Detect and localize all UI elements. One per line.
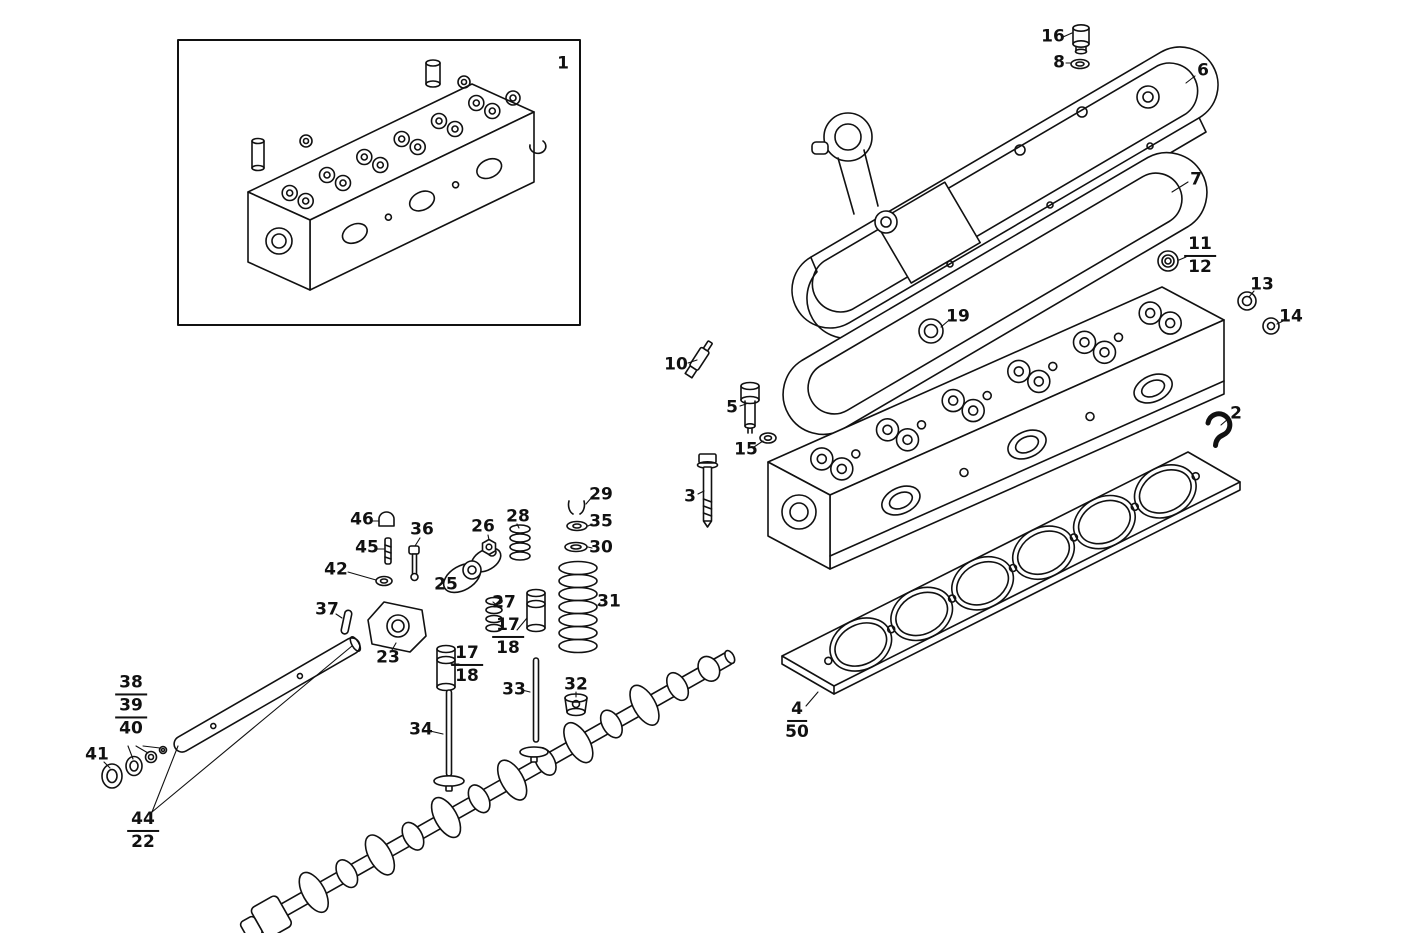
callout-33: 33 (502, 679, 526, 700)
callout-17-18-right: 17 18 (492, 615, 524, 658)
callout-8: 8 (1053, 52, 1065, 73)
part-16-breather-cap (1072, 23, 1090, 55)
callout-13: 13 (1250, 274, 1274, 295)
callout-5: 5 (726, 397, 738, 418)
callout-29: 29 (589, 484, 613, 505)
callout-27: 27 (492, 592, 516, 613)
callout-17-18-left: 17 18 (451, 643, 483, 686)
part-7-cover-gasket (782, 151, 1208, 436)
part-19-seal-ring (918, 318, 944, 344)
part-3-bolt (696, 453, 719, 528)
callout-22: 22 (131, 832, 155, 852)
part-17-18-valve-guide-right (526, 588, 546, 633)
part-28-spring (509, 524, 531, 561)
callout-44: 44 (127, 809, 159, 832)
part-45-stud (384, 537, 392, 565)
callout-23: 23 (376, 647, 400, 668)
part-36-adjusting-screw (408, 545, 420, 582)
callout-7: 7 (1190, 169, 1202, 190)
callout-31: 31 (597, 591, 621, 612)
callout-38-39-40: 38 39 40 (115, 673, 147, 738)
callout-37: 37 (315, 599, 339, 620)
part-10-plug (684, 340, 713, 379)
callout-11: 11 (1184, 234, 1216, 257)
part-13-plug (1237, 291, 1257, 311)
part-35-spring-cap (566, 520, 588, 532)
callout-25: 25 (434, 574, 458, 595)
callout-12: 12 (1188, 257, 1212, 277)
part-37-pin (340, 609, 353, 635)
part-23-bracket (367, 601, 427, 653)
part-42-washer (375, 575, 393, 587)
part-4-50-head-gasket (781, 451, 1241, 695)
part-15-washer (759, 432, 777, 444)
callout-26: 26 (471, 516, 495, 537)
callout-14: 14 (1279, 306, 1303, 327)
callout-32: 32 (564, 674, 588, 695)
callout-1: 1 (557, 53, 569, 74)
part-1-cylinder-head-inset (177, 39, 581, 326)
part-25-rocker-arm (442, 547, 502, 594)
callout-46: 46 (350, 509, 374, 530)
callout-17: 17 (492, 615, 524, 638)
part-26-nut (481, 538, 497, 556)
callout-10: 10 (664, 354, 688, 375)
part-14-plug (1262, 317, 1280, 335)
callout-50: 50 (785, 722, 809, 742)
callout-4-50: 4 50 (781, 699, 813, 742)
part-34-valve (433, 689, 465, 792)
part-31-valve-spring (558, 560, 598, 654)
callout-3: 3 (684, 486, 696, 507)
part-46-cap-nut (378, 511, 395, 527)
callout-16: 16 (1041, 26, 1065, 47)
part-30-spring-seat (564, 541, 588, 553)
callout-6: 6 (1197, 60, 1209, 81)
part-32-valve-seal (564, 693, 588, 717)
callout-45: 45 (355, 537, 379, 558)
part-11-12-grommet (1157, 250, 1179, 272)
part-27-spring (485, 596, 503, 633)
callout-42: 42 (324, 559, 348, 580)
leader-lines (103, 32, 1284, 813)
callout-19: 19 (946, 306, 970, 327)
callout-40: 40 (119, 718, 143, 739)
callout-18: 18 (496, 638, 520, 658)
callout-17: 17 (451, 643, 483, 666)
part-41-seal-ring (101, 763, 123, 789)
callout-28: 28 (506, 506, 530, 527)
callout-18: 18 (455, 666, 479, 686)
part-17-18-valve-guide-left (436, 644, 456, 692)
part-2-hook-clip (1205, 411, 1233, 448)
part-rocker-shaft (173, 636, 362, 753)
callout-11-12: 11 12 (1184, 234, 1216, 277)
callout-36: 36 (410, 519, 434, 540)
part-camshaft (239, 649, 736, 933)
part-29-valve-keepers (567, 500, 586, 515)
part-38-39-40-rings (125, 745, 168, 777)
part-5-injector-sleeve (740, 381, 760, 434)
part-6-valve-cover (791, 46, 1219, 340)
part-cylinder-head (767, 286, 1225, 570)
callout-4: 4 (787, 699, 807, 722)
callout-35: 35 (589, 511, 613, 532)
callout-15: 15 (734, 439, 758, 460)
part-33-valve (519, 657, 549, 763)
callout-38: 38 (115, 673, 147, 696)
callout-2: 2 (1230, 403, 1242, 424)
callout-30: 30 (589, 537, 613, 558)
callout-41: 41 (85, 744, 109, 765)
callout-39: 39 (115, 696, 147, 719)
part-8-seal-washer (1070, 58, 1090, 70)
callout-44-22: 44 22 (127, 809, 159, 852)
callout-34: 34 (409, 719, 433, 740)
